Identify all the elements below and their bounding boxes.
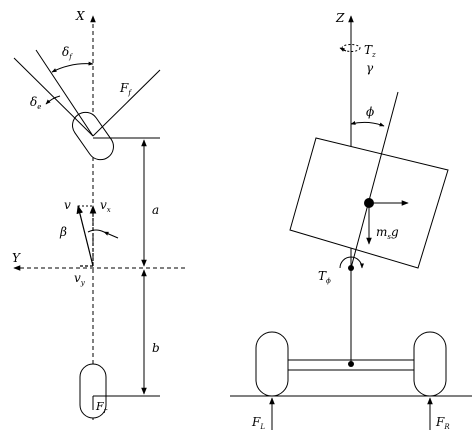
x-axis-label: X (75, 9, 85, 23)
weight-label: msg (376, 225, 399, 241)
roll-angle-arc (350, 121, 385, 127)
v-label: v (64, 198, 71, 212)
delta-e-label: δe (30, 95, 41, 111)
beta-arc (87, 229, 105, 233)
roll-angle-label: ϕ (366, 105, 374, 119)
gamma-label: γ (366, 61, 374, 75)
vy-label: vy (74, 271, 86, 287)
velocity-vector (76, 205, 94, 267)
roll-model: Z Tz γ ϕ msg Tϕ FL FR (230, 11, 472, 431)
beta-label: β (59, 225, 67, 239)
yaw-rotation-arrow (339, 47, 347, 52)
dimension-a-label: a (152, 203, 159, 217)
vx-label: vx (100, 198, 111, 214)
left-wheel (255, 331, 289, 397)
front-force-label: Ff (119, 81, 132, 97)
yaw-torque-label: Tz (364, 43, 376, 59)
y-axis-label: Y (12, 251, 21, 265)
right-wheel (413, 331, 447, 397)
left-tire-force-label: FL (251, 415, 265, 431)
front-wheel-heading-line (13, 57, 94, 137)
axle-center (348, 361, 354, 367)
beta-pointer (103, 231, 119, 239)
rear-wheel (79, 363, 107, 419)
roll-axis-line (350, 91, 399, 269)
bicycle-model: X Y δf δe Ff a b v vx β (12, 9, 185, 420)
delta-f-arc (51, 61, 94, 73)
roll-torque-arc (339, 256, 364, 269)
roll-torque-label: Tϕ (318, 269, 331, 285)
front-force-line (92, 69, 161, 137)
rear-force-label: Fr (95, 400, 108, 415)
z-axis-label: Z (335, 11, 345, 25)
front-velocity-line (35, 49, 94, 137)
delta-e-arc (45, 95, 61, 105)
delta-f-label: δf (62, 45, 73, 61)
right-tire-force-label: FR (435, 415, 450, 431)
roll-center (348, 265, 354, 271)
dimension-b-label: b (152, 341, 160, 355)
